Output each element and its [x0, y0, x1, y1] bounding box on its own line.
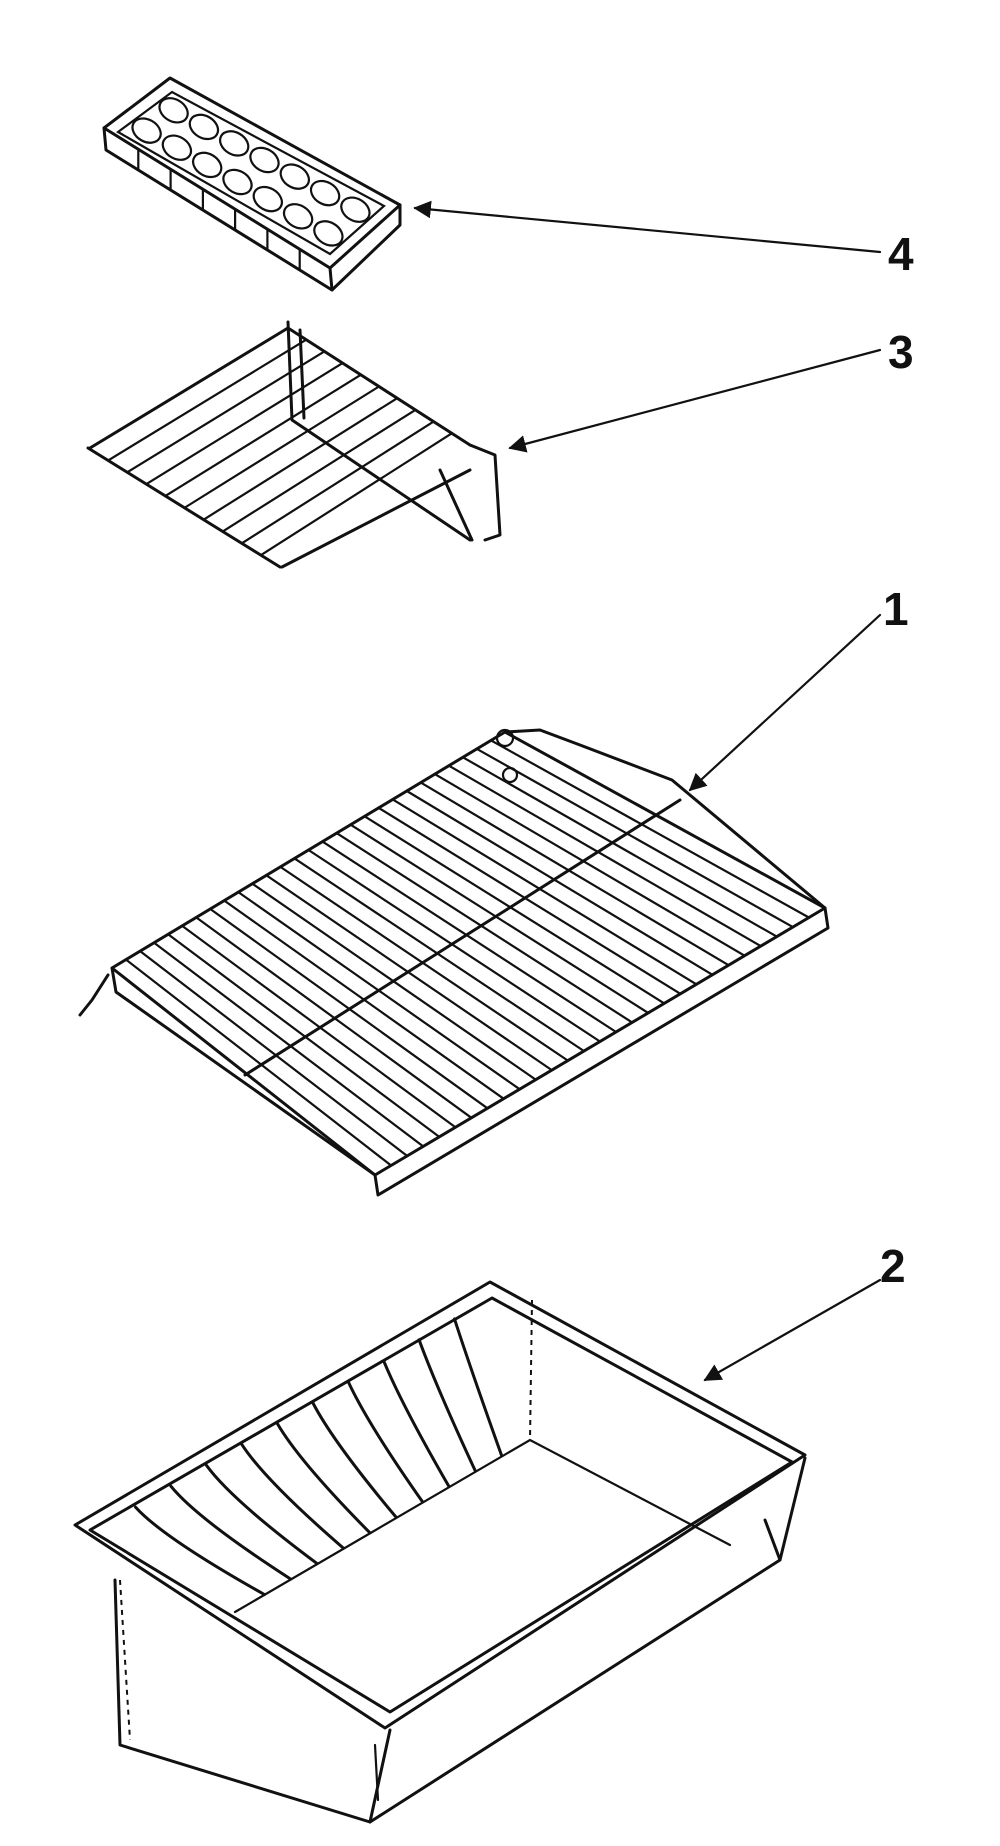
crisper-rib	[240, 1442, 345, 1550]
shelf-wire	[377, 806, 682, 995]
shelf-wire	[391, 798, 698, 986]
shelf-wire	[181, 924, 457, 1129]
shelf-wire	[433, 772, 746, 957]
rack-wire	[126, 350, 326, 473]
shelf-wire	[139, 949, 409, 1158]
tray-cell	[218, 130, 250, 157]
crisper-rib	[134, 1505, 266, 1596]
shelf-wire	[447, 764, 762, 948]
leader-line-2	[703, 1278, 882, 1382]
shelf-wire	[195, 916, 473, 1119]
rack-wire	[240, 420, 435, 545]
shelf-wire	[237, 890, 521, 1091]
shelf-wire	[349, 823, 650, 1015]
callout-2-group: 2	[703, 1240, 906, 1382]
tray-cell	[131, 117, 162, 144]
callout-1-label: 1	[883, 583, 909, 635]
crisper-pan-illustration	[73, 1280, 807, 1824]
tray-cell	[309, 179, 341, 207]
tray-cell	[191, 151, 223, 179]
leader-line-1	[688, 613, 882, 792]
tray-cell	[222, 168, 253, 196]
shelf-wire	[293, 857, 586, 1053]
rack-wire	[107, 338, 308, 461]
crisper-rib	[453, 1317, 504, 1457]
tray-cell	[158, 97, 189, 124]
crisper-rib	[382, 1359, 451, 1488]
callout-1-group: 1	[688, 583, 909, 792]
shelf-wire	[363, 815, 666, 1005]
callout-3-label: 3	[888, 326, 914, 378]
callout-4-label: 4	[888, 228, 914, 280]
rack-wire	[259, 432, 453, 557]
crisper-rib	[311, 1401, 398, 1519]
callout-4-group: 4	[413, 200, 914, 280]
shelf-wire	[279, 865, 570, 1062]
rack-wire	[202, 397, 399, 521]
tray-cell	[279, 163, 311, 190]
tray-cell	[188, 113, 220, 141]
wire-shelf-illustration	[78, 728, 830, 1197]
shelf-wire	[321, 840, 618, 1034]
callout-3-group: 3	[508, 326, 914, 453]
shelf-wire	[475, 747, 795, 929]
ice-tray-illustration	[102, 76, 402, 292]
shelf-wire	[167, 933, 441, 1139]
tray-cell	[249, 146, 280, 174]
shelf-wire	[335, 831, 634, 1024]
leader-line-3	[508, 348, 882, 453]
rack-wire	[183, 385, 381, 509]
egg-rack-illustration	[86, 320, 502, 569]
shelf-wire	[461, 756, 778, 938]
rack-wire	[221, 408, 417, 533]
shelf-wire	[209, 907, 489, 1110]
shelf-wire	[419, 781, 730, 967]
crisper-rib	[417, 1338, 477, 1473]
crisper-rib	[169, 1484, 293, 1581]
tray-cell	[313, 220, 344, 247]
tray-cell	[252, 185, 284, 213]
leader-line-4	[413, 200, 882, 254]
crisper-rib	[275, 1422, 372, 1535]
shelf-wire	[153, 941, 425, 1148]
shelf-wire	[124, 958, 393, 1167]
tray-cell	[282, 203, 314, 230]
rack-wire	[164, 373, 362, 497]
shelf-wire	[265, 874, 553, 1072]
shelf-wire	[405, 789, 714, 976]
shelf-wire	[223, 899, 505, 1100]
crisper-rib	[346, 1380, 424, 1504]
shelf-wire	[489, 739, 811, 919]
tray-cell	[161, 134, 193, 161]
shelf-wire	[307, 848, 602, 1043]
crisper-rib	[204, 1463, 319, 1566]
rack-wire	[145, 362, 344, 485]
tray-cell	[340, 196, 371, 223]
shelf-wire	[251, 882, 537, 1081]
callout-2-label: 2	[880, 1240, 906, 1292]
